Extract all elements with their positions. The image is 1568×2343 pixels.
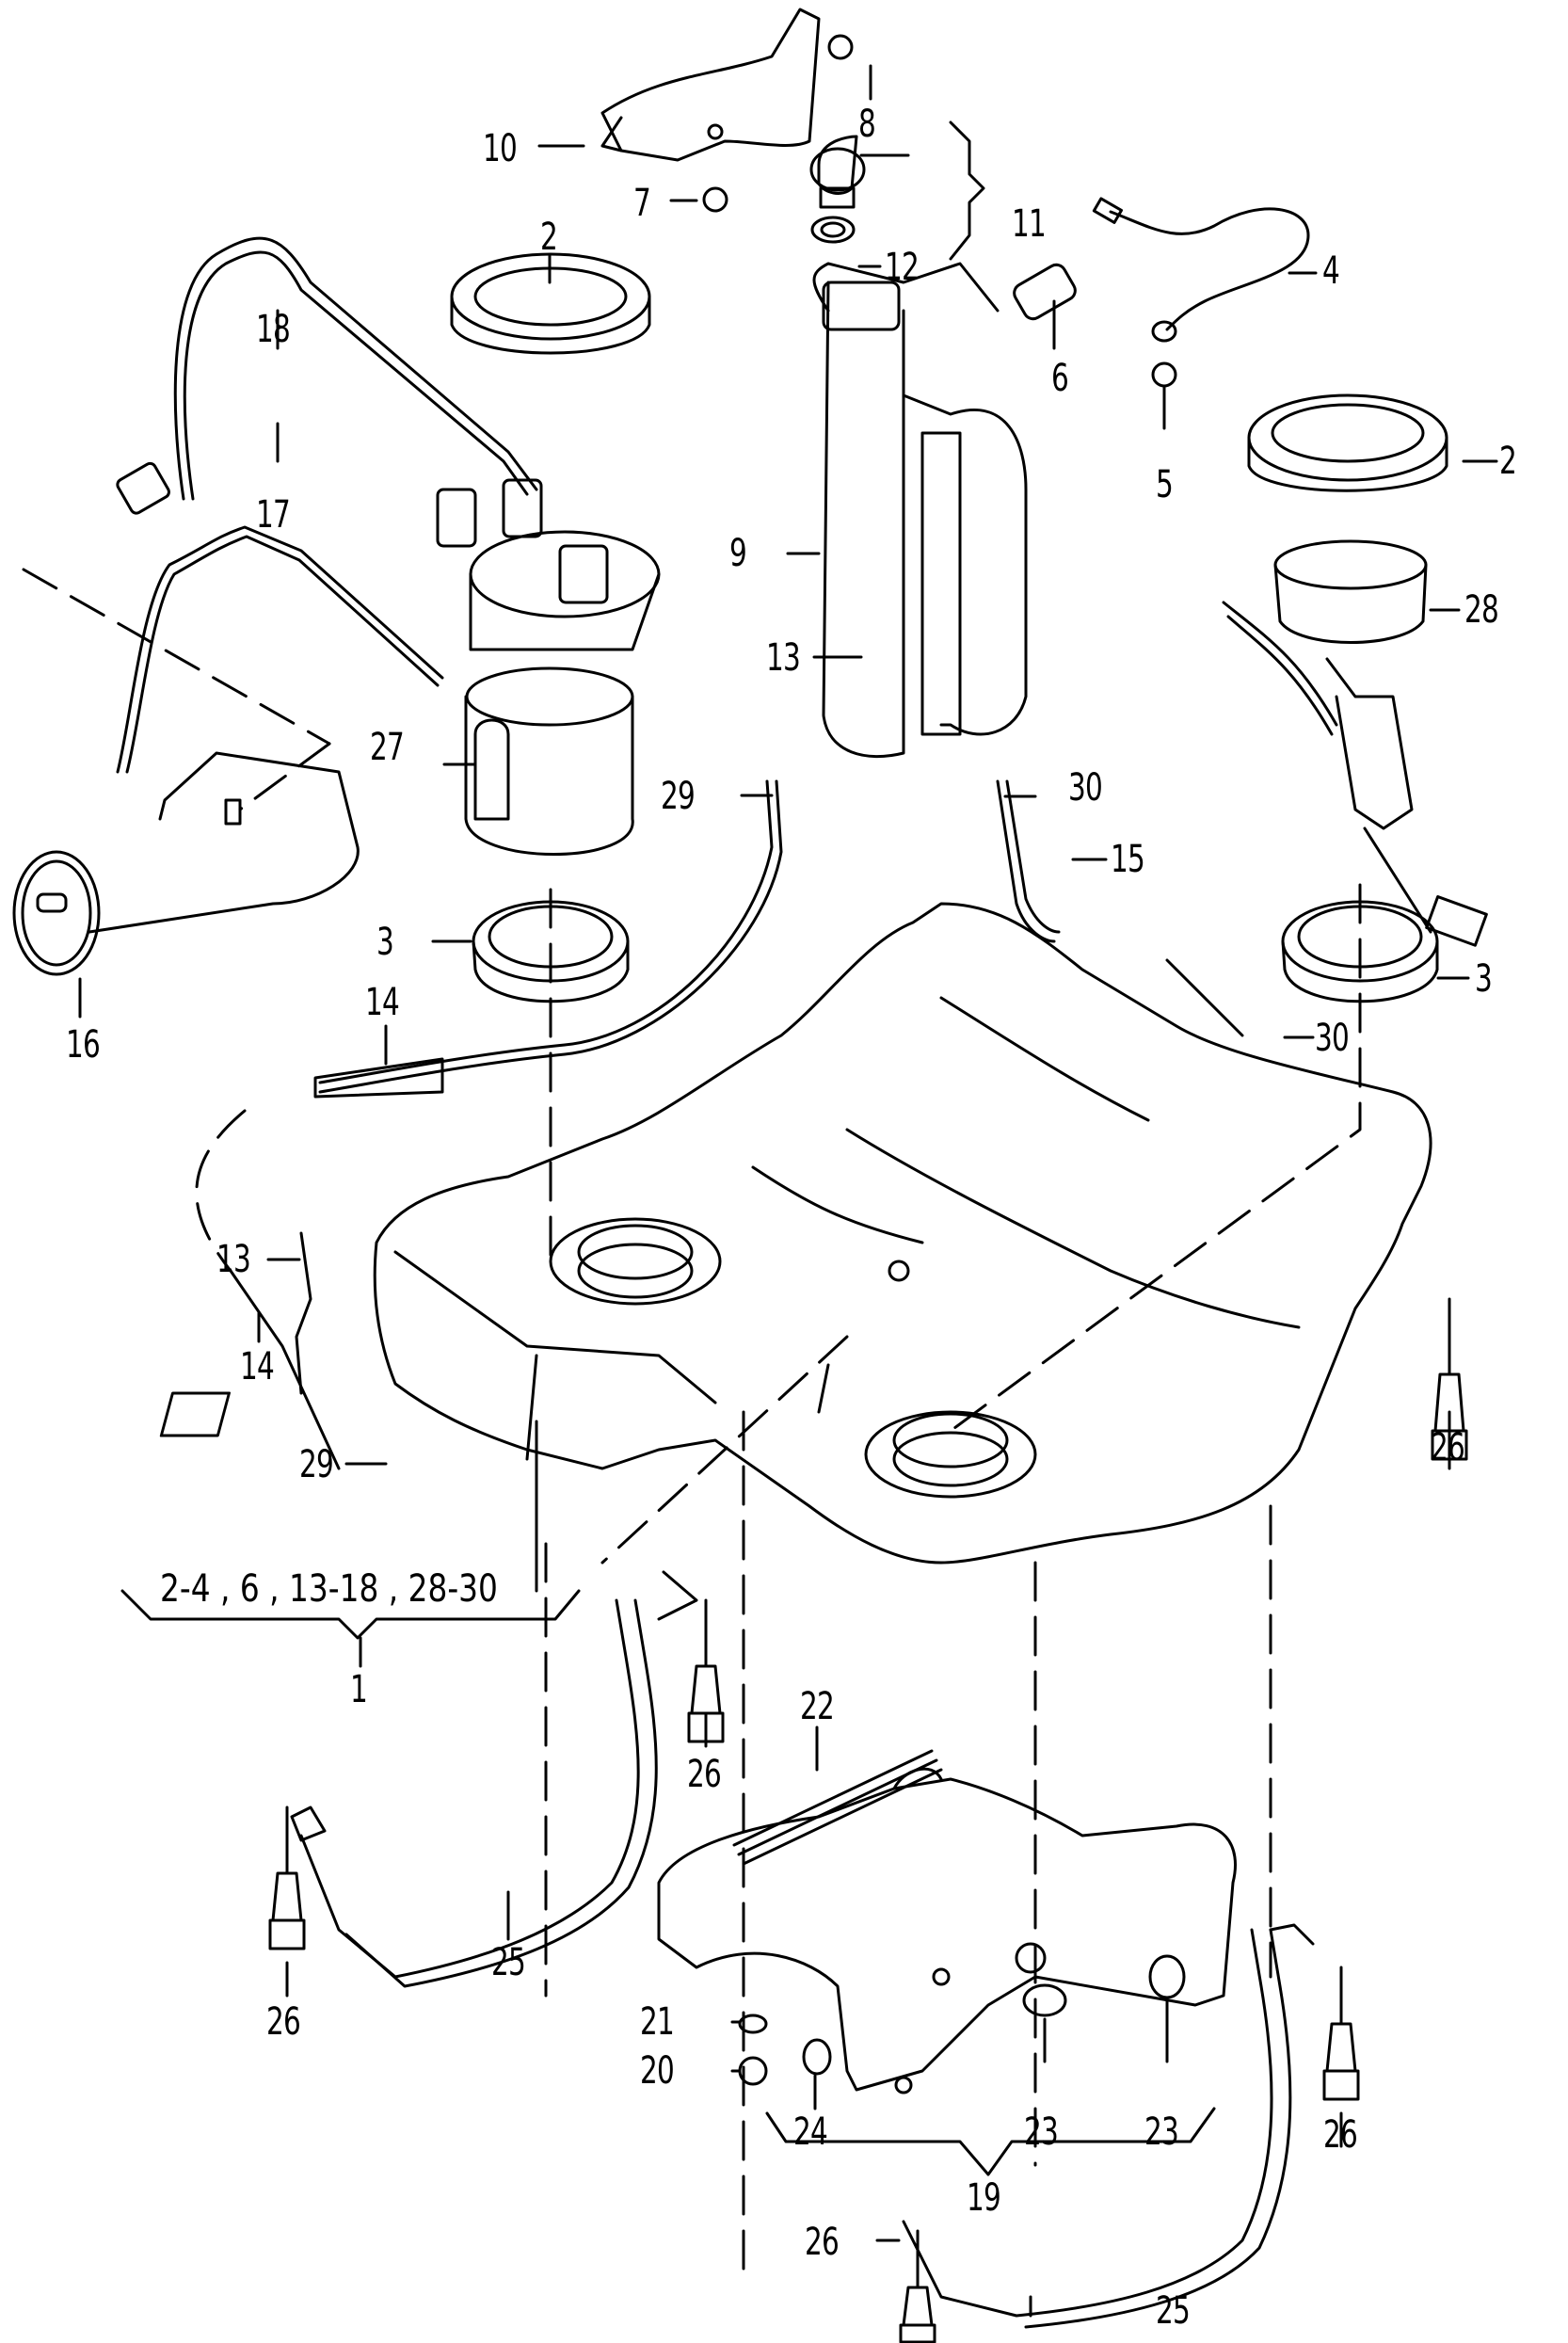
alignment-lines [195,883,1362,2271]
callout-29-top: 29 [661,775,696,818]
callout-2-left: 2 [540,216,558,259]
callout-6: 6 [1051,357,1069,400]
callout-15: 15 [1111,838,1145,881]
clip-part-24 [802,2038,832,2076]
hose-part-14-left [229,1269,341,1470]
group-note-brace [120,1589,581,1640]
bracket-brace-11 [949,120,985,261]
callout-13-left: 13 [216,1238,251,1281]
callout-19: 19 [967,2176,1001,2220]
dashed-leader-filter [22,568,331,746]
union-nut-right-part [1247,393,1448,492]
filler-cap-part [809,135,866,209]
callout-26-center: 26 [687,1753,722,1796]
hose-part-14 [318,779,774,1084]
callout-27: 27 [370,726,405,769]
ground-wire-part [1109,207,1310,331]
callout-26-left: 26 [266,2000,301,2044]
callout-2-right: 2 [1499,440,1517,483]
callout-22: 22 [800,1685,835,1728]
callout-29-left: 29 [299,1443,334,1486]
heat-shield-part [657,1767,1237,2094]
bracket-part [600,8,821,162]
callout-26-lower-right: 26 [1323,2113,1358,2157]
fuel-line-part-18 [173,236,538,501]
callout-12: 12 [885,246,920,289]
canister-part [812,262,1028,759]
tank-opening-left [549,1217,722,1306]
callout-18: 18 [256,308,291,351]
callout-13-top: 13 [766,636,801,680]
nut-part-7 [702,186,728,213]
connector-part-6 [1013,263,1077,321]
bottom-group-brace [765,2107,1216,2176]
strap-part-22 [732,1749,943,1866]
speed-nut-part-23b [1148,1954,1186,1999]
hose-part-15 [996,779,1056,943]
callout-30-top: 30 [1068,766,1103,810]
callout-17: 17 [256,493,291,537]
callout-1: 1 [350,1668,368,1711]
callout-3-right: 3 [1475,957,1493,1001]
callout-7: 7 [633,182,651,225]
fuel-filter-part [12,751,360,976]
callout-28: 28 [1464,588,1499,632]
callout-10: 10 [483,127,518,170]
callout-3-left: 3 [376,921,394,964]
tank-strap-right-part [902,1923,1315,2329]
callout-21: 21 [640,2000,675,2044]
tank-strap-left-part [290,1570,698,1988]
bolt-part-26-c [268,1805,306,1950]
speed-nut-part-23a [1022,1983,1067,2017]
callout-4: 4 [1322,249,1340,293]
callout-23-b: 23 [1144,2110,1179,2154]
nut-part-8 [827,34,854,60]
callout-16: 16 [66,1023,101,1067]
group-note-label: 2-4 , 6 , 13-18 , 28-30 [160,1567,498,1611]
seal-ring-part [810,216,856,244]
callout-14-left: 14 [240,1345,275,1388]
callout-8: 8 [858,103,876,146]
callout-5: 5 [1156,463,1174,506]
washer-part-21 [738,2014,768,2034]
bolt-part-26-e [899,2229,936,2343]
callout-23-a: 23 [1024,2110,1059,2154]
callout-14-top: 14 [365,981,400,1024]
fuel-tank-part [159,902,1432,1565]
fuel-pump-part [464,530,661,856]
union-nut-left-part [450,252,651,355]
fuel-line-part-17 [116,525,444,774]
callout-25-right: 25 [1156,2289,1191,2333]
callout-26-bottom: 26 [805,2221,840,2264]
bolt-part-26-d [1322,1966,1360,2101]
fuel-sender-part [1222,539,1488,947]
callout-26-right: 26 [1431,1426,1465,1469]
leader-lines [78,64,1498,2318]
callout-30-right: 30 [1315,1017,1350,1060]
hose-part-14-right [1165,958,1244,1037]
callout-11: 11 [1012,202,1047,246]
callout-9: 9 [729,532,747,575]
nut-part-5 [1151,361,1177,388]
callout-24: 24 [793,2110,828,2154]
callout-20: 20 [640,2049,675,2093]
vent-line-part-13 [295,1231,312,1395]
tank-opening-right [864,1410,1037,1499]
callout-25-left: 25 [491,1941,526,1984]
